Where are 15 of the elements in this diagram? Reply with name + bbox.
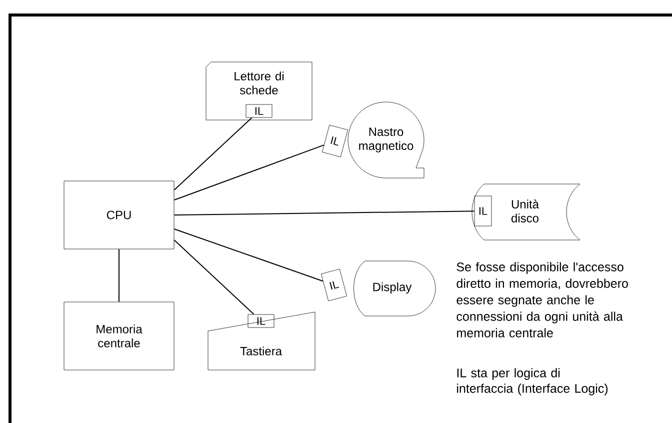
connector-line: [174, 228, 324, 282]
note-text: IL sta per logica di interfaccia (Interface Logic): [457, 368, 608, 396]
connector-line: [118, 248, 120, 302]
interface-box: IL: [248, 314, 274, 328]
connector-line: [174, 144, 324, 200]
note-text: Se fosse disponibile l'accesso diretto in memoria, dovrebbero essere segnate anche le connessioni da ogni unità alla memoria centrale: [456, 262, 628, 338]
connector-line: [174, 240, 254, 315]
interface-box: IL: [321, 268, 347, 302]
process-box: CPU: [64, 180, 174, 250]
interface-box: IL: [322, 124, 348, 158]
interface-box: IL: [474, 196, 492, 226]
connector-line: [174, 117, 252, 190]
process-box: Memoria centrale: [64, 302, 174, 370]
connector-line: [174, 210, 475, 216]
interface-box: IL: [246, 104, 272, 118]
